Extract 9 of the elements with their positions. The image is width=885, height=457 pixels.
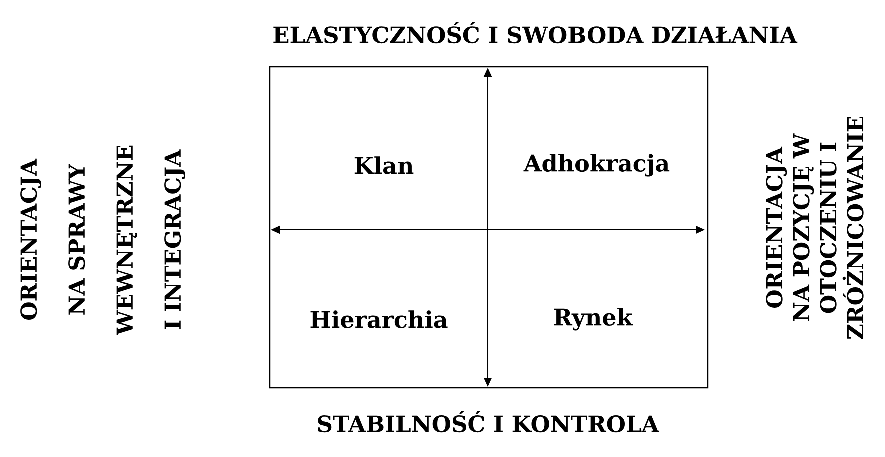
axis-label: ORIENTACJA NA SPRAWY WEWNĘTRZNE I INTEGRACJA — [20, 146, 186, 336]
axis-label: ELASTYCZNOŚĆ I SWOBODA DZIAŁANIA — [274, 22, 798, 44]
quadrant-label: Rynek — [554, 308, 634, 331]
quadrant-label: Klan — [354, 156, 414, 174]
quadrant-frame — [269, 66, 709, 389]
quadrant-label: Adhokracja — [524, 154, 670, 177]
quadrant-label: Hierarchia — [310, 310, 448, 328]
axis-label: ORIENTACJA NA POZYCJĘ W OTOCZENIU I ZRÓŻNICOWANIE — [766, 117, 864, 340]
axis-label: STABILNOŚĆ I KONTROLA — [318, 411, 660, 433]
